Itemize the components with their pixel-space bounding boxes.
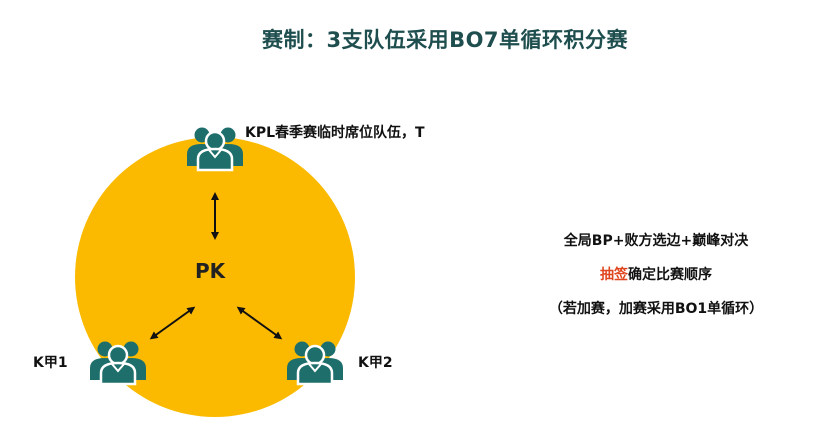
double-arrow-icon: [149, 306, 196, 340]
rules-notes: 全局BP+败方选边+巅峰对决 抽签确定比赛顺序 （若加赛，加赛采用BO1单循环）: [520, 224, 792, 326]
note-draw-order: 抽签确定比赛顺序: [520, 258, 792, 292]
yellow-circle: [75, 137, 355, 417]
double-arrow-icon: [236, 306, 283, 340]
team-label-k1: K甲1: [33, 355, 68, 371]
pk-label: PK: [195, 259, 226, 283]
team-icon: [285, 340, 345, 386]
note-draw-accent: 抽签: [600, 267, 628, 283]
note-bp-rule: 全局BP+败方选边+巅峰对决: [563, 233, 749, 249]
note-draw-rest: 确定比赛顺序: [628, 267, 712, 283]
team-icon: [88, 340, 148, 386]
page-title: 赛制：3支队伍采用BO7单循环积分赛: [261, 28, 629, 52]
team-label-kpl: KPL春季赛临时席位队伍，T: [245, 125, 425, 141]
team-icon: [185, 126, 245, 172]
team-label-k2: K甲2: [358, 355, 393, 371]
note-tiebreak: （若加赛，加赛采用BO1单循环）: [548, 301, 764, 317]
